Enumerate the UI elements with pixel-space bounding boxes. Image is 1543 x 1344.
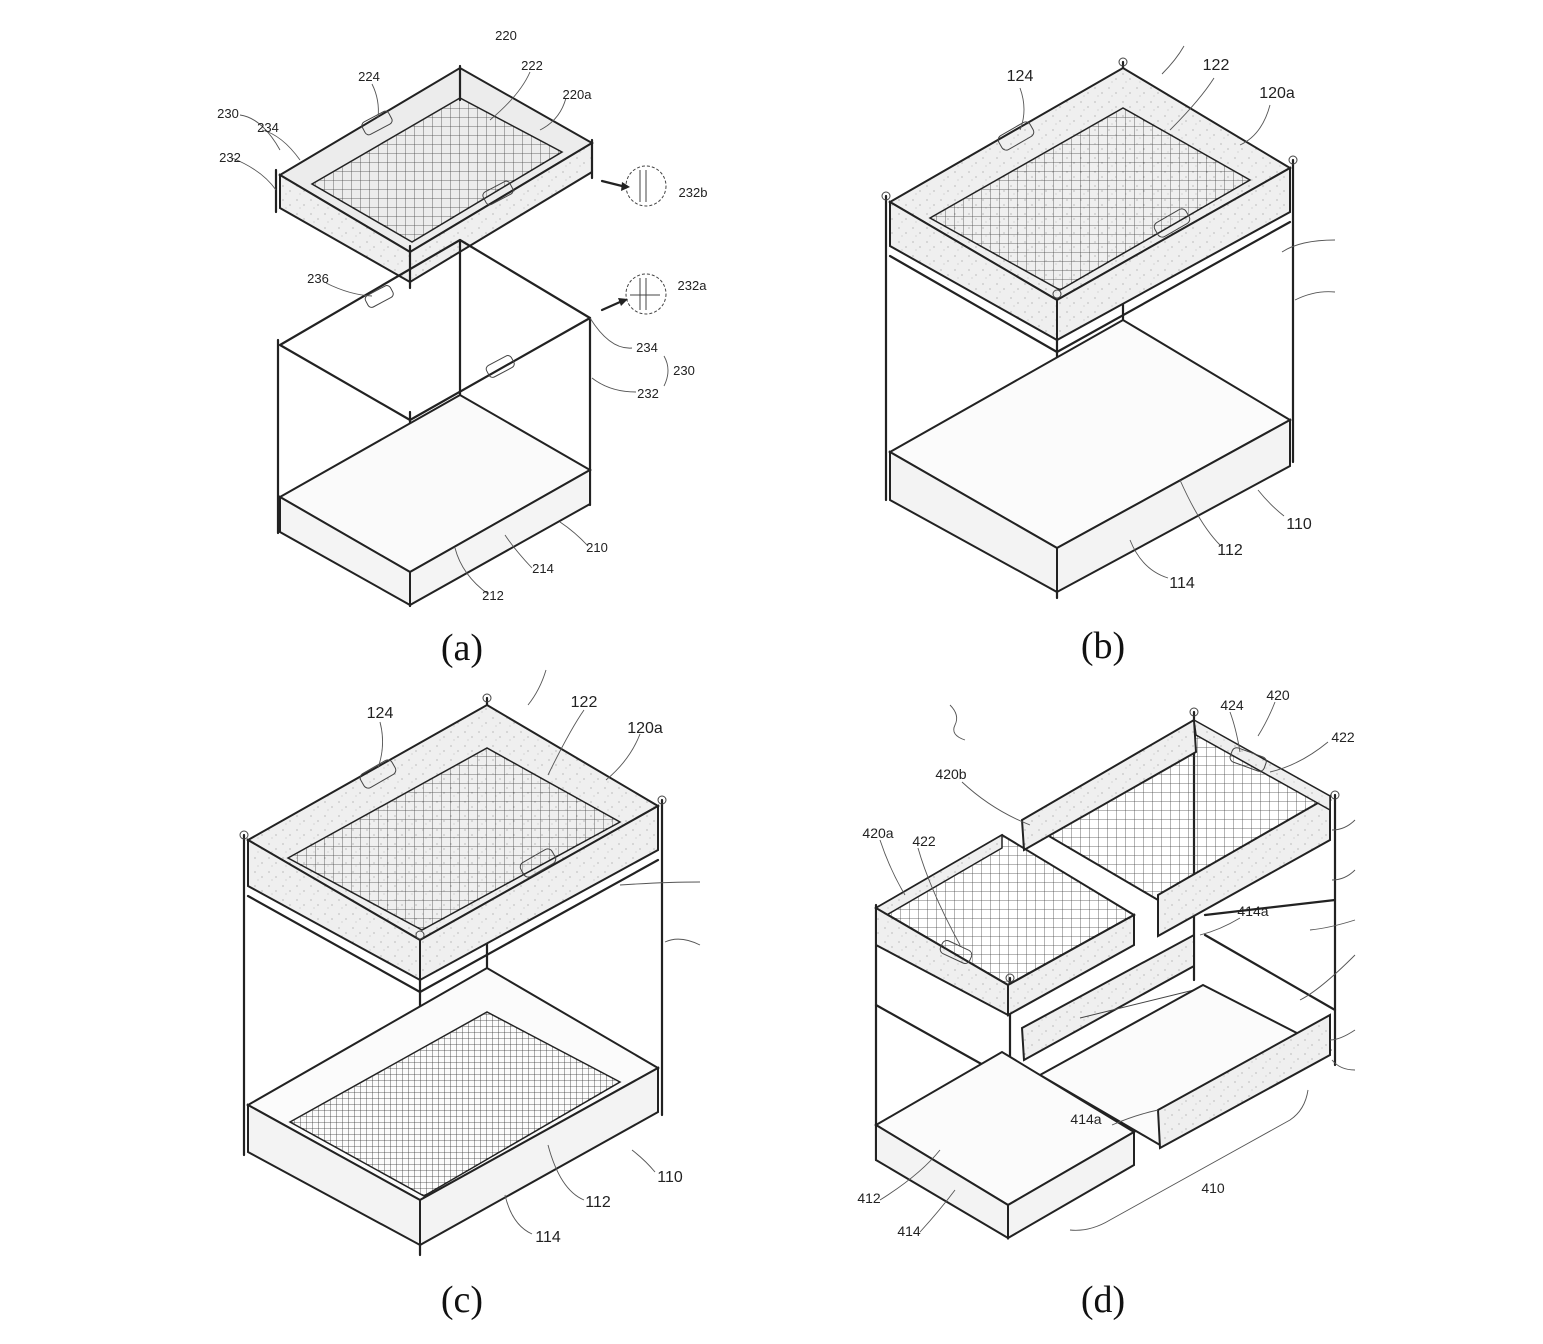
label-414: 414 xyxy=(897,1223,921,1239)
caption-b: (b) xyxy=(1081,625,1125,667)
label-234b: 234 xyxy=(636,340,658,355)
label-414a: 414a xyxy=(1237,903,1268,919)
caption-d: (d) xyxy=(1081,1279,1125,1321)
label-212: 212 xyxy=(482,588,504,603)
label-232c: 232 xyxy=(637,386,659,401)
label-234: 234 xyxy=(257,120,279,135)
label-222: 222 xyxy=(521,58,543,73)
figure-c: 124 122 120a 110 112 114 (c) xyxy=(239,669,701,1321)
label-220a: 220a xyxy=(563,87,593,102)
label-412: 412 xyxy=(857,1190,881,1206)
upper-tray-220 xyxy=(274,64,594,290)
label-112: 112 xyxy=(1217,542,1243,559)
label-122: 122 xyxy=(1203,57,1230,74)
label-420: 420 xyxy=(1266,687,1290,703)
label-124: 124 xyxy=(367,705,394,722)
label-230: 230 xyxy=(217,106,239,121)
label-424: 424 xyxy=(1220,697,1244,713)
label-224: 224 xyxy=(358,69,380,84)
label-422: 422 xyxy=(1331,729,1355,745)
label-114: 114 xyxy=(1169,575,1195,592)
label-420b: 420b xyxy=(935,766,966,782)
caption-c: (c) xyxy=(441,1279,483,1321)
label-230b: 230 xyxy=(673,363,695,378)
label-122: 122 xyxy=(571,694,598,711)
figure-a: 220 222 224 220a 230 234 232 232b 236 23… xyxy=(217,28,707,669)
label-112: 112 xyxy=(585,1194,611,1211)
label-120a: 120a xyxy=(627,720,663,737)
label-110: 110 xyxy=(657,1169,683,1186)
label-422b: 422 xyxy=(912,833,936,849)
figure-b: 124 122 120a 110 112 114 (b) xyxy=(881,45,1336,667)
label-120a: 120a xyxy=(1259,85,1295,102)
label-124: 124 xyxy=(1007,68,1034,85)
label-420a: 420a xyxy=(862,825,893,841)
label-214: 214 xyxy=(532,561,554,576)
label-232a: 232a xyxy=(678,278,708,293)
label-410: 410 xyxy=(1201,1180,1225,1196)
caption-a: (a) xyxy=(441,627,483,669)
label-210: 210 xyxy=(586,540,608,555)
label-414a-b: 414a xyxy=(1070,1111,1101,1127)
label-232: 232 xyxy=(219,150,241,165)
lower-frame-210 xyxy=(276,238,593,608)
label-114: 114 xyxy=(535,1229,561,1246)
label-220: 220 xyxy=(495,28,517,43)
label-232b: 232b xyxy=(679,185,708,200)
label-236: 236 xyxy=(307,271,329,286)
figure-d: 424 420 422 420b 420a 422 414a 414a 412 … xyxy=(857,687,1356,1321)
label-110: 110 xyxy=(1286,516,1312,533)
